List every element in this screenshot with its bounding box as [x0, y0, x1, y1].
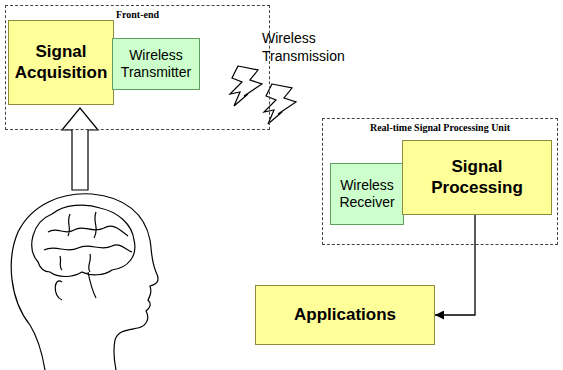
group-heading: Real-time Signal Processing Unit	[323, 122, 557, 133]
group-heading: Front-end	[6, 9, 269, 20]
transmitter-box: Wireless Transmitter	[112, 38, 200, 90]
head-outline	[11, 194, 158, 370]
process-box: Signal Acquisition	[8, 20, 114, 105]
box-label: Signal Acquisition	[12, 42, 110, 83]
process-box: Signal Processing	[402, 140, 552, 215]
brain-stem	[88, 272, 96, 298]
brain-outline	[32, 205, 135, 276]
front-end-group: Front-endSignal AcquisitionWireless Tran…	[5, 5, 270, 130]
box-label: Applications	[294, 305, 396, 325]
head-drawing	[11, 194, 158, 370]
brain-folds	[44, 212, 132, 272]
lightning-bolt	[230, 66, 262, 106]
transmission-label: Wireless Transmission	[262, 30, 354, 65]
box-label: Wireless Receiver	[334, 177, 400, 211]
application-box: Applications	[255, 285, 435, 345]
lightning-bolt	[264, 84, 296, 124]
box-label: Wireless Transmitter	[116, 47, 196, 81]
box-label: Signal Processing	[406, 157, 548, 198]
receiver-box: Wireless Receiver	[330, 163, 404, 225]
hollow-up-arrow	[62, 108, 98, 190]
flow-arrow	[435, 215, 475, 315]
processing-unit-group: Real-time Signal Processing UnitWireless…	[322, 118, 558, 245]
ear	[55, 281, 62, 300]
